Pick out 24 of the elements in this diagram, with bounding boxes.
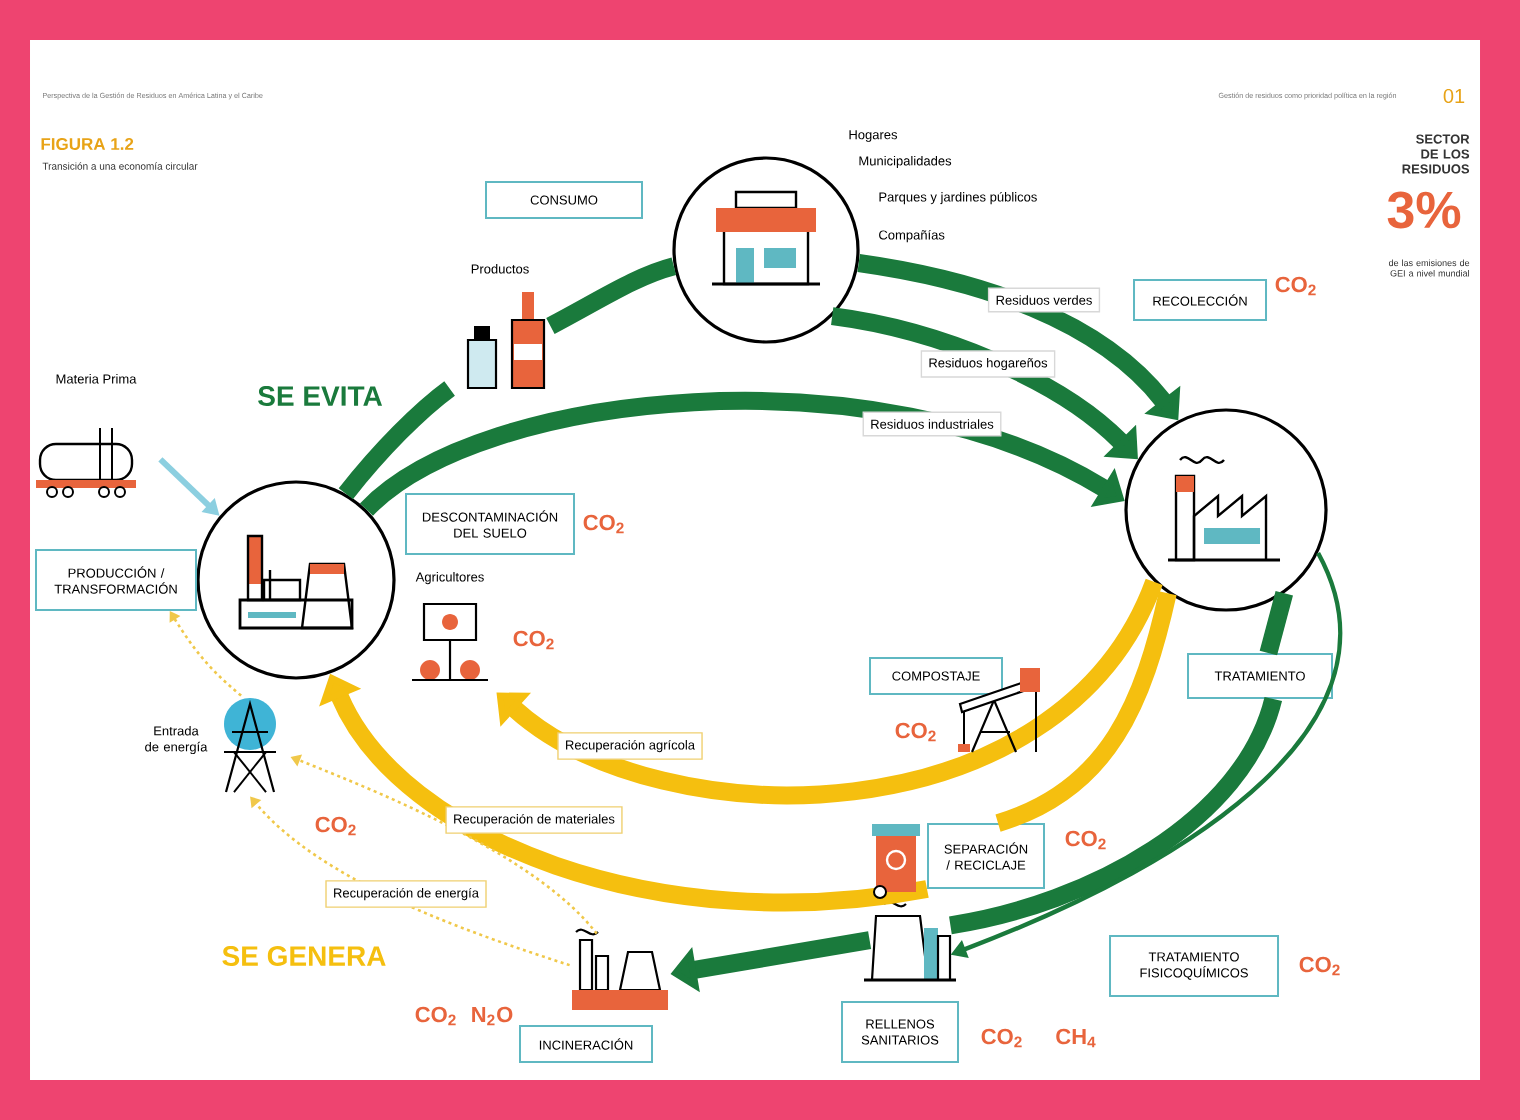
emission-label: CO$_{2}$: [315, 816, 356, 836]
section-heading: SE GENERA: [222, 946, 386, 966]
percentage-figure: 3%: [1387, 191, 1461, 229]
incinerator-drawing: [572, 928, 668, 1010]
emission-label: CO$_{2}$: [415, 1006, 456, 1026]
emission-label: CO$_{2}$: [1065, 830, 1106, 850]
emission-label: CO$_{2}$: [583, 514, 624, 534]
plant-circle-drawing: [1124, 408, 1328, 612]
factory-circle-drawing: [196, 480, 396, 680]
emission-label: N$_{2}$O: [472, 1006, 513, 1026]
power-tower-drawing: [223, 698, 277, 793]
emission-label: CH$_{4}$: [1056, 1028, 1096, 1048]
emission-label: CO$_{2}$: [981, 1028, 1022, 1048]
emission-label: CO$_{2}$: [1299, 956, 1340, 976]
emission-label: CO$_{2}$: [895, 722, 936, 742]
shop-circle-drawing: [672, 156, 860, 344]
arrow: [169, 611, 242, 697]
landfill-plant-drawing: [864, 900, 956, 982]
figure-title: FIGURA 1.2: [41, 138, 134, 150]
page-number: 01: [1443, 88, 1465, 104]
emission-label: CO$_{2}$: [513, 630, 554, 650]
arrow: [496, 577, 1163, 805]
emission-label: CO$_{2}$: [1275, 276, 1316, 296]
section-heading: SE EVITA: [258, 386, 383, 406]
